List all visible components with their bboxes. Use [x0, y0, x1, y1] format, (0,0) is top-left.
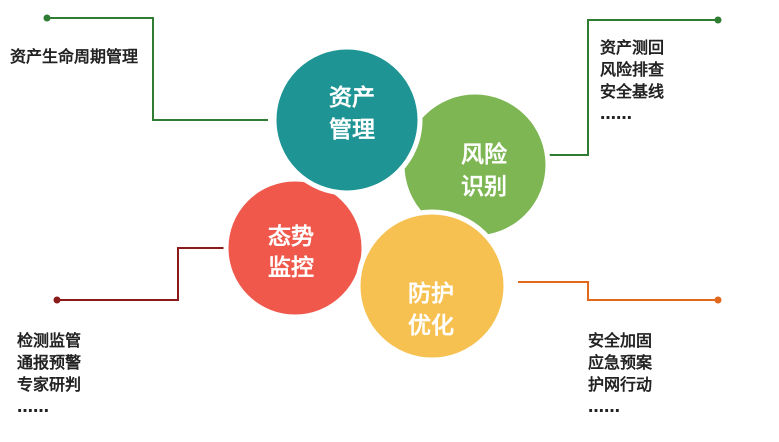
connector-top-left — [43, 14, 268, 121]
note-line: 安全基线 — [600, 82, 665, 101]
petal-defense-line1: 防护 — [408, 280, 454, 307]
connector-bottom-right — [518, 281, 722, 304]
note-line: 护网行动 — [588, 375, 653, 394]
note-ellipsis: …… — [17, 397, 49, 416]
note-line: 资产测回 — [600, 38, 665, 57]
petal-asset: 资产 管理 — [271, 44, 423, 196]
note-line: 应急预案 — [588, 353, 653, 372]
petal-monitor-line2: 监控 — [268, 254, 314, 281]
note-ellipsis: …… — [588, 397, 620, 416]
petal-risk-line1: 风险 — [461, 141, 508, 168]
petal-monitor-line1: 态势 — [268, 223, 314, 250]
note-line: 资产生命周期管理 — [10, 47, 139, 66]
note-line: 检测监管 — [17, 331, 82, 350]
note-bottom-right: 安全加固 应急预案 护网行动 …… — [588, 330, 652, 418]
petal-asset-line2: 管理 — [329, 116, 375, 143]
petal-defense-line2: 优化 — [408, 312, 454, 339]
petal-monitor: 态势 监控 — [223, 176, 367, 320]
note-line: 风险排查 — [600, 60, 665, 79]
connector-bottom-left — [53, 247, 230, 304]
connector-top-right — [548, 16, 722, 156]
note-line: 通报预警 — [17, 353, 82, 372]
note-line: 安全加固 — [588, 331, 653, 350]
note-bottom-left: 检测监管 通报预警 专家研判 …… — [17, 330, 81, 418]
note-line: 专家研判 — [17, 375, 82, 394]
petal-asset-line1: 资产 — [329, 84, 375, 111]
note-top-left: 资产生命周期管理 — [10, 46, 138, 68]
note-top-right: 资产测回 风险排查 安全基线 …… — [600, 37, 664, 125]
petal-defense: 防护 优化 — [355, 209, 509, 363]
note-ellipsis: …… — [600, 104, 632, 123]
petal-risk-line2: 识别 — [461, 174, 507, 200]
